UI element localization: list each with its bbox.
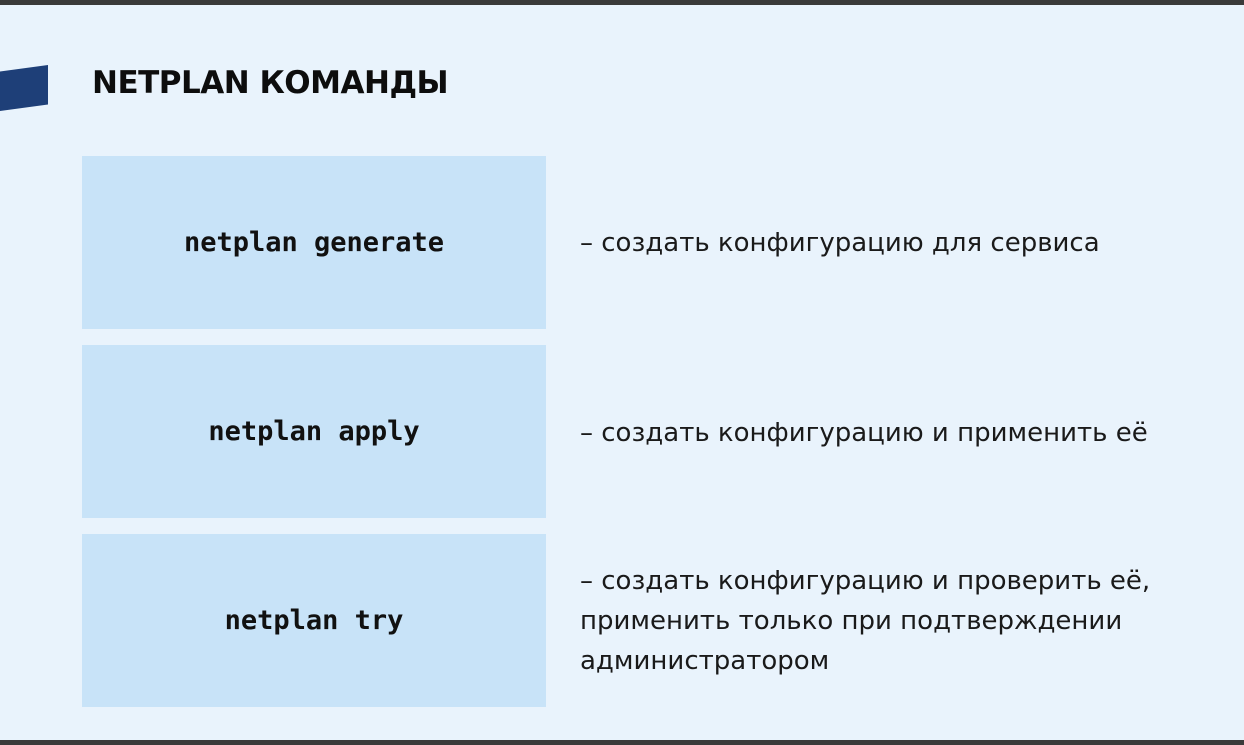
description-line: – создать конфигурацию и проверить её, [580,566,1151,596]
command-description-try: – создать конфигурацию и проверить её, п… [580,561,1220,681]
command-text: netplan apply [208,416,420,447]
description-line: применить только при подтверждении [580,606,1123,636]
command-description-apply: – создать конфигурацию и применить её [580,413,1220,453]
command-box-try: netplan try [82,534,546,707]
description-line: администратором [580,646,830,676]
command-text: netplan generate [183,227,445,258]
command-box-generate: netplan generate [82,156,546,329]
window-bottom-edge [0,740,1244,745]
command-text: netplan try [224,605,404,636]
slide-title: NETPLAN КОМАНДЫ [92,65,449,101]
description-line: – создать конфигурацию для сервиса [580,228,1100,258]
command-description-generate: – создать конфигурацию для сервиса [580,223,1220,263]
command-box-apply: netplan apply [82,345,546,518]
slide-accent-shape [0,65,48,111]
description-line: – создать конфигурацию и применить её [580,418,1148,448]
window-top-edge [0,0,1244,5]
slide: NETPLAN КОМАНДЫ netplan generate – созда… [0,5,1244,740]
